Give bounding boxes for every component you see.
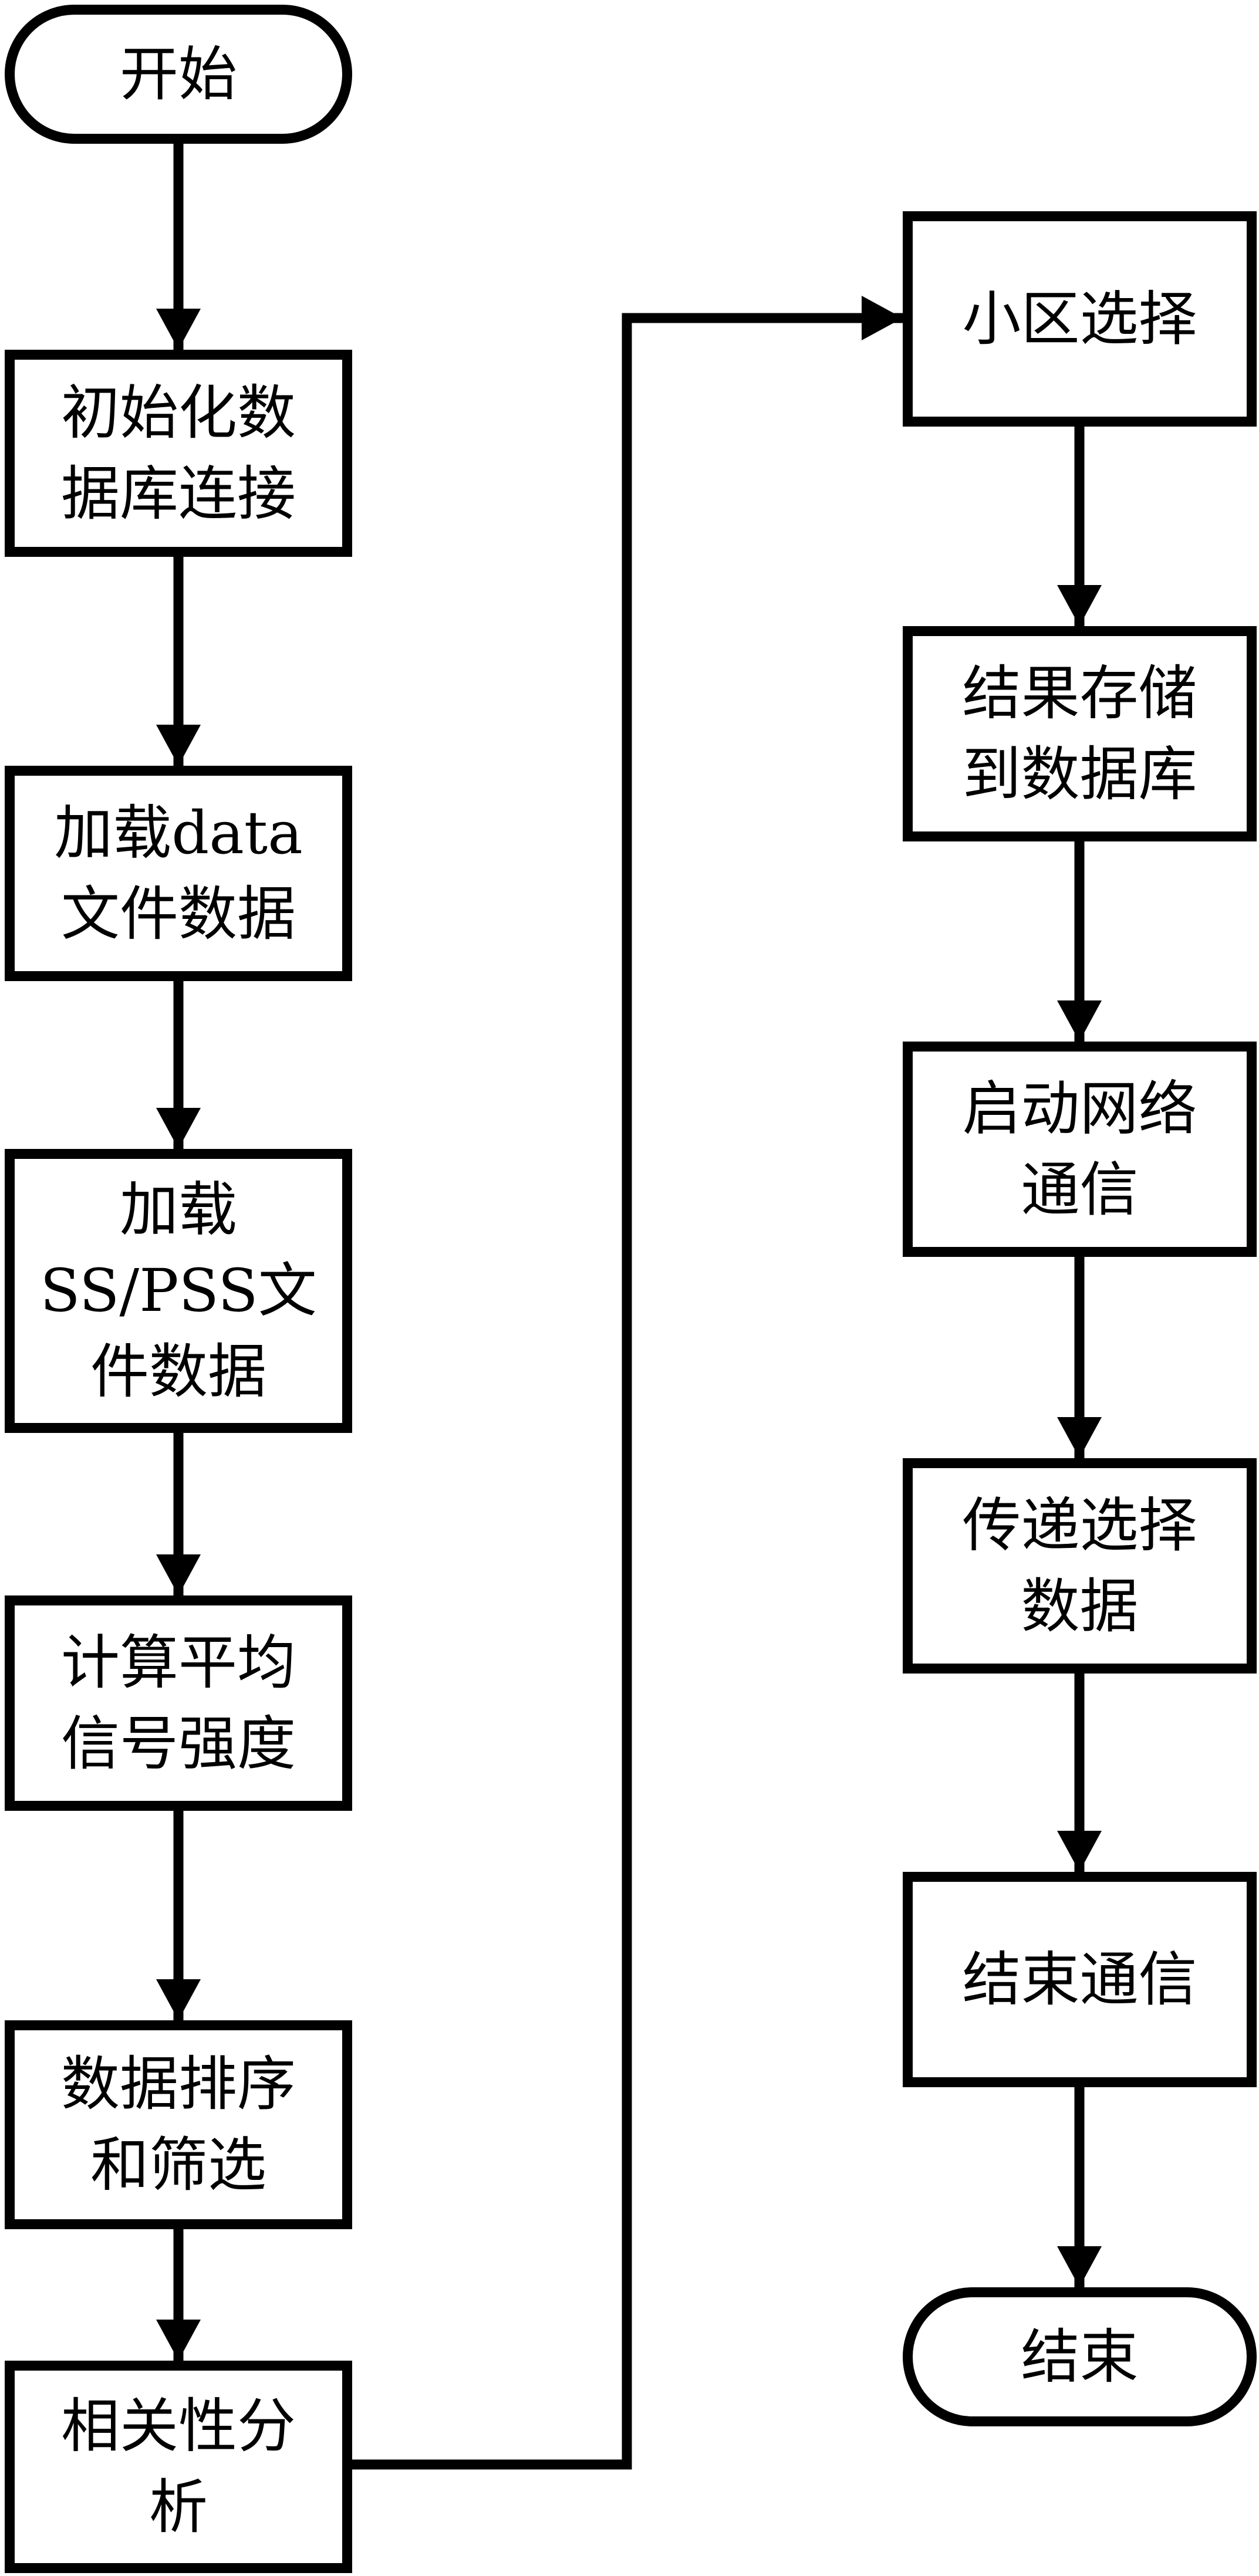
- load-ss-pss-step: 加载 SS/PSS文 件数据: [5, 1149, 352, 1433]
- load-data-label-line-2: 文件数据: [61, 879, 296, 948]
- start-comm-step: 启动网络 通信: [903, 1042, 1257, 1257]
- sort-filter-label-line-2: 和筛选: [90, 2131, 266, 2199]
- store-result-step: 结果存储 到数据库: [903, 626, 1257, 841]
- avg-signal-label-line-1: 计算平均: [61, 1628, 296, 1697]
- end-label-line-1: 结束: [1021, 2322, 1139, 2391]
- load-data-label-line-1: 加载data: [54, 798, 303, 867]
- correlation-step: 相关性分 析: [5, 2361, 352, 2573]
- end-comm-label-line-1: 结束通信: [962, 1945, 1197, 2014]
- send-data-label-line-1: 传递选择: [962, 1490, 1197, 1560]
- init-db-step: 初始化数 据库连接: [5, 350, 352, 557]
- cell-select-step: 小区选择: [903, 211, 1257, 427]
- start-label-line-1: 开始: [120, 39, 237, 109]
- sort-filter-step: 数据排序 和筛选: [5, 2020, 352, 2229]
- load-ss-pss-label-line-3: 件数据: [90, 1337, 266, 1406]
- send-data-label-line-2: 数据: [1021, 1571, 1139, 1641]
- load-ss-pss-label-line-2: SS/PSS文: [40, 1256, 317, 1325]
- start-comm-label-line-1: 启动网络: [962, 1074, 1197, 1143]
- cell-select-label-line-1: 小区选择: [962, 284, 1197, 353]
- send-data-step: 传递选择 数据: [903, 1458, 1257, 1674]
- end-terminal: 结束: [903, 2287, 1257, 2426]
- init-db-label-line-1: 初始化数: [61, 378, 296, 447]
- init-db-label-line-2: 据库连接: [61, 459, 296, 528]
- avg-signal-label-line-2: 信号强度: [61, 1709, 296, 1778]
- correlation-label-line-2: 析: [149, 2473, 208, 2541]
- avg-signal-step: 计算平均 信号强度: [5, 1595, 352, 1811]
- sort-filter-label-line-1: 数据排序: [61, 2050, 296, 2118]
- start-terminal: 开始: [5, 5, 352, 144]
- end-comm-step: 结束通信: [903, 1872, 1257, 2087]
- correlation-label-line-1: 相关性分: [61, 2392, 296, 2460]
- load-ss-pss-label-line-1: 加载: [120, 1175, 237, 1244]
- load-data-step: 加载data 文件数据: [5, 766, 352, 981]
- store-result-label-line-1: 结果存储: [962, 658, 1197, 728]
- start-comm-label-line-2: 通信: [1021, 1155, 1139, 1224]
- store-result-label-line-2: 到数据库: [962, 739, 1197, 809]
- arrow-correlation-to-cell-select: [352, 296, 903, 2470]
